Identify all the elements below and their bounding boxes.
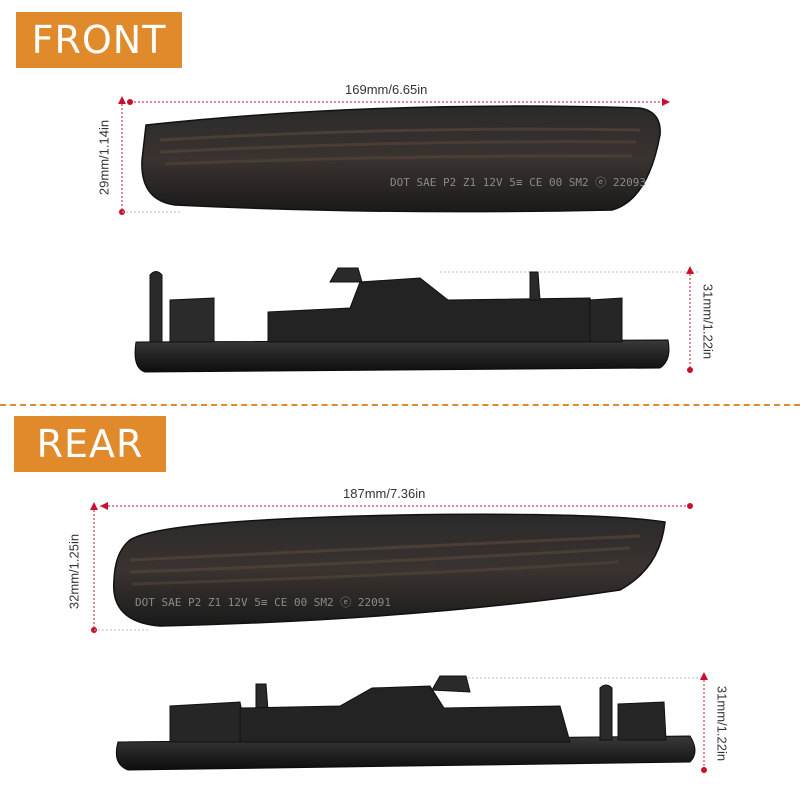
front-width-label: 169mm/6.65in (345, 82, 428, 97)
front-side-body (134, 267, 700, 373)
front-side-height-dimension (686, 266, 694, 373)
front-width-dimension (127, 98, 670, 106)
front-lens (141, 105, 661, 213)
rear-side-height-label: 31mm/1.22in (714, 685, 730, 762)
rear-side-height-dimension (700, 672, 708, 773)
rear-width-label: 187mm/7.36in (343, 486, 426, 501)
rear-lens-markings: DOT SAE P2 Z1 12V 5≡ CE 00 SM2 ⓔ 22091 (135, 596, 391, 609)
rear-width-dimension (100, 502, 693, 510)
rear-lens (112, 513, 666, 627)
front-badge: FRONT (16, 12, 182, 68)
front-side-height-label: 31mm/1.22in (700, 283, 716, 360)
rear-badge: REAR (14, 416, 166, 472)
front-height-label: 29mm/1.14in (96, 119, 112, 196)
section-divider (0, 404, 800, 406)
rear-height-label: 32mm/1.25in (66, 533, 82, 610)
rear-side-body (115, 675, 704, 771)
front-lens-markings: DOT SAE P2 Z1 12V 5≡ CE 00 SM2 ⓔ 22093 (390, 176, 646, 189)
front-height-dimension (118, 96, 180, 215)
rear-height-dimension (90, 502, 150, 633)
